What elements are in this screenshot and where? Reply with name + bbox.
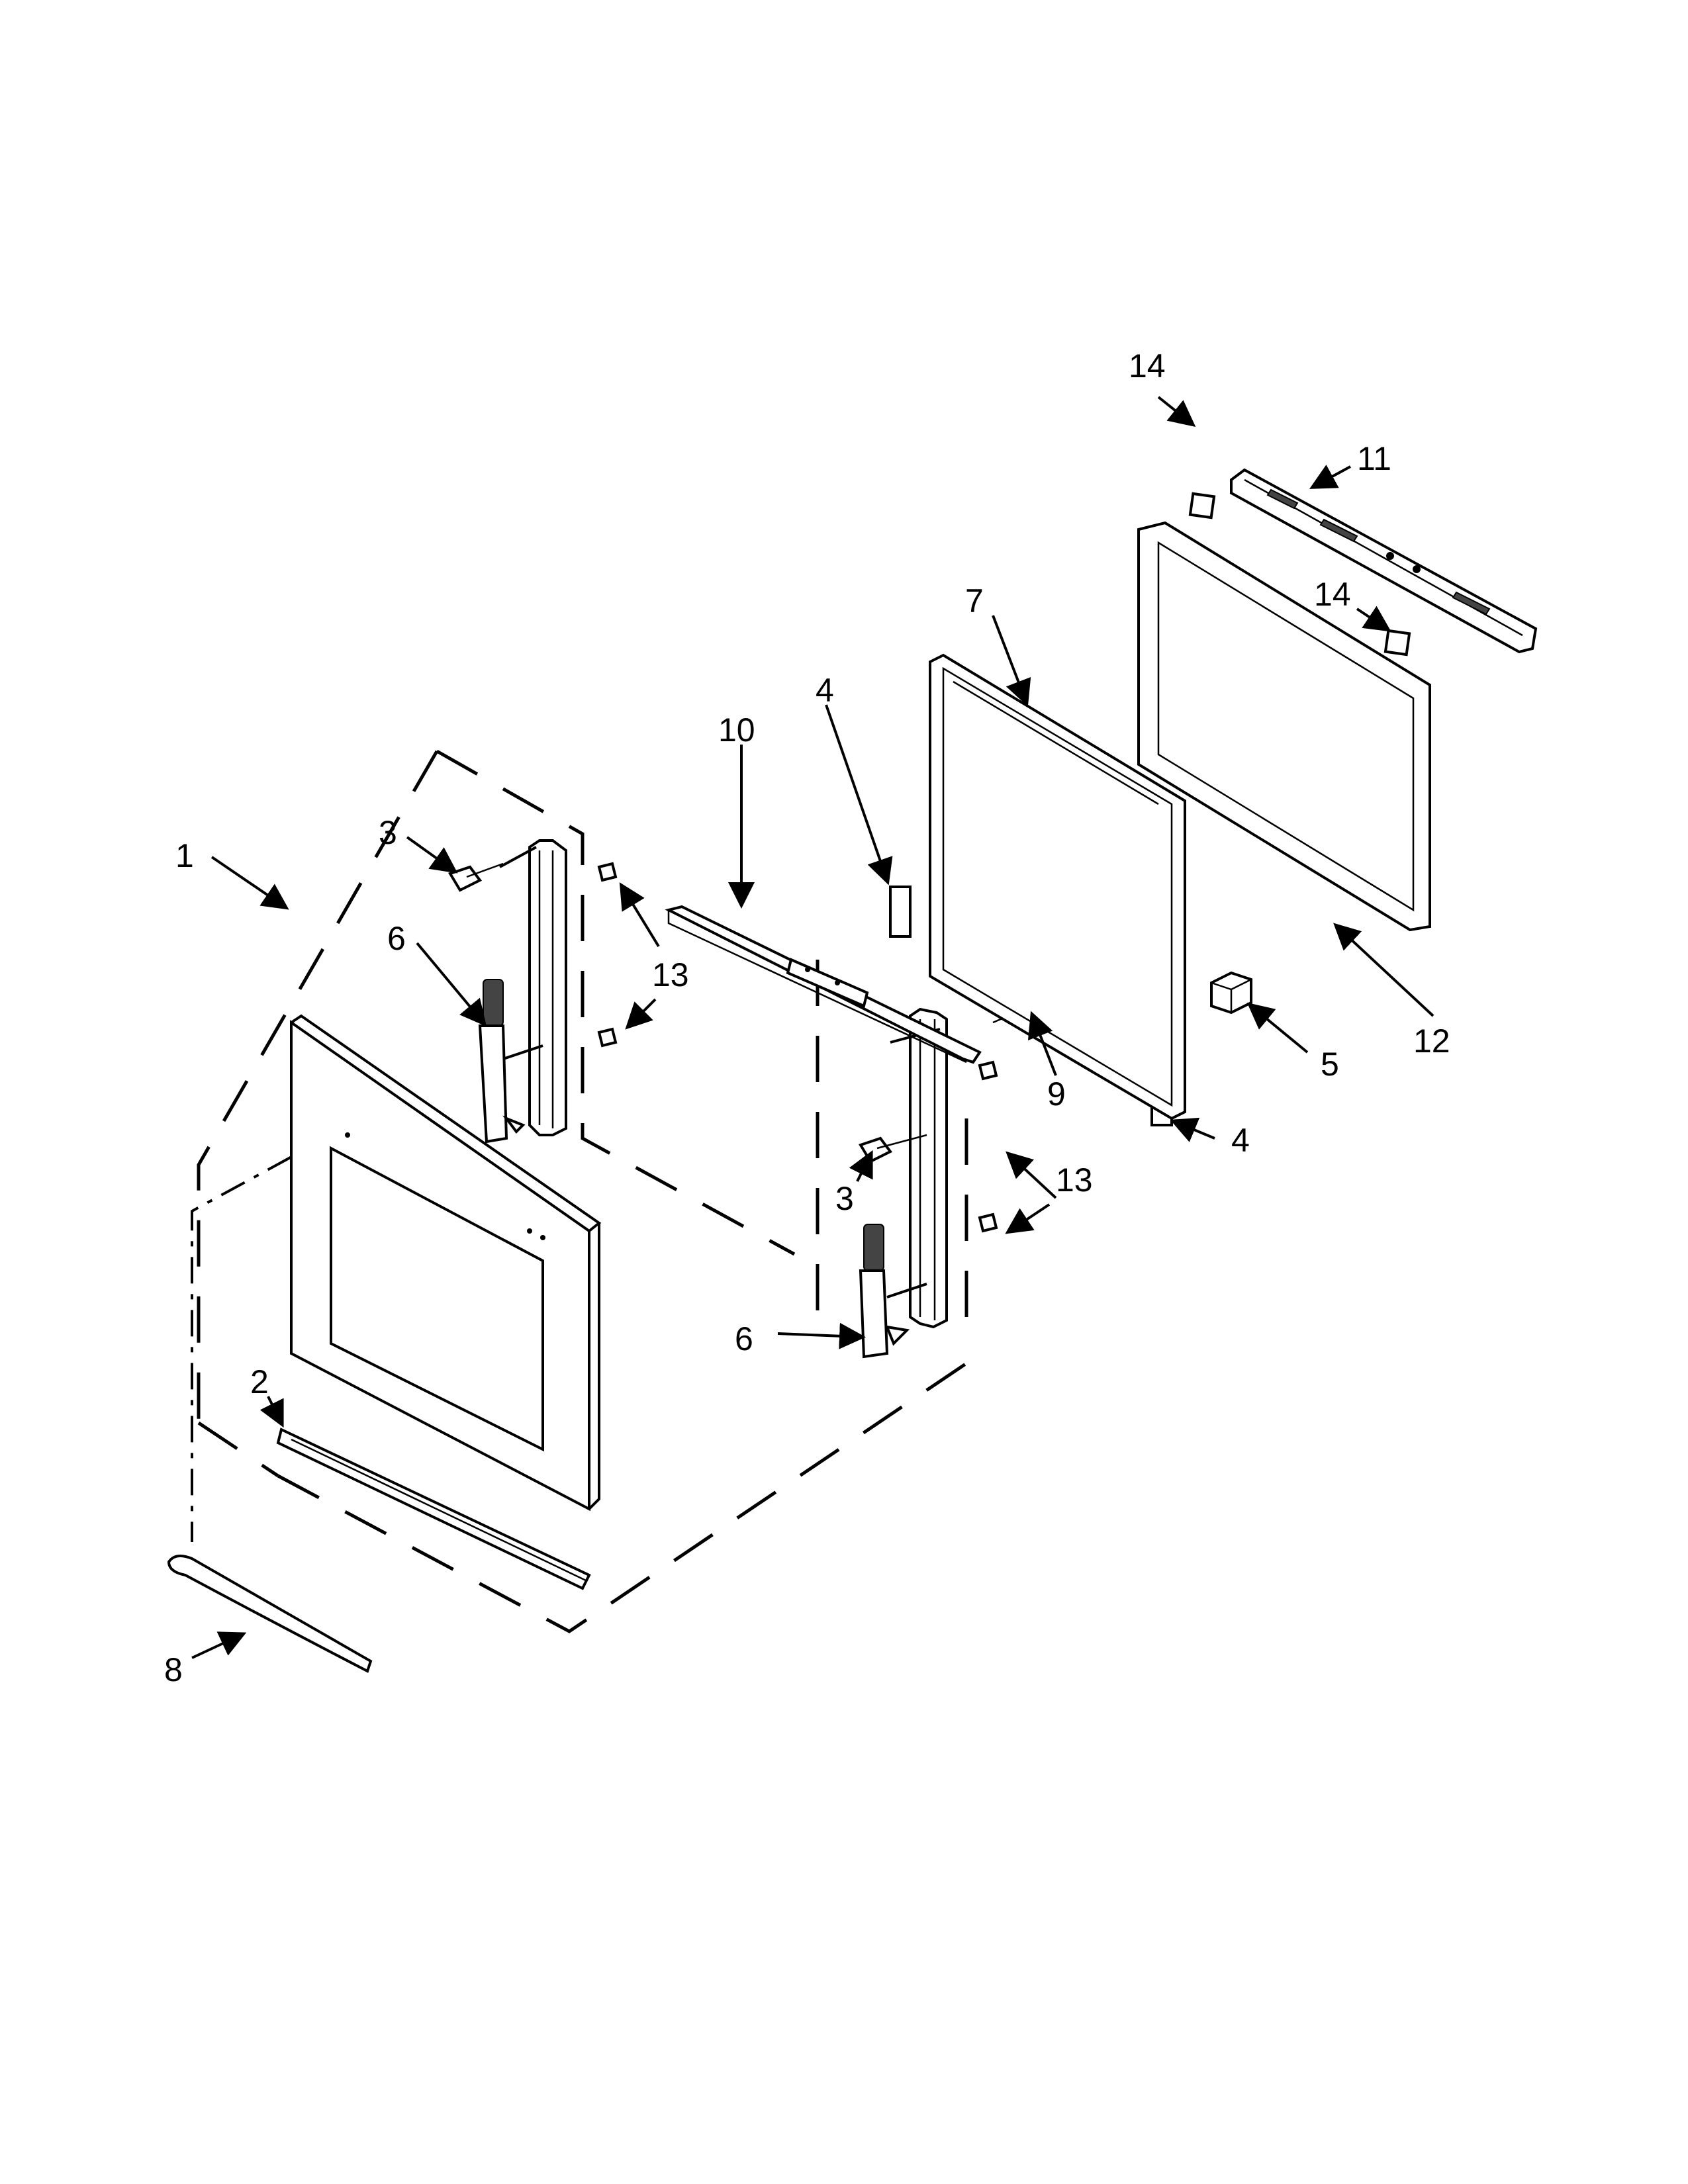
callout-13-right: 13 xyxy=(1056,1161,1093,1199)
callout-5: 5 xyxy=(1321,1046,1339,1083)
clip-right-top xyxy=(978,1060,998,1081)
callout-9: 9 xyxy=(1047,1075,1066,1113)
bumper-top xyxy=(1188,492,1216,520)
callout-3-right: 3 xyxy=(835,1180,854,1217)
door-handle xyxy=(167,1555,373,1673)
inner-door-frame xyxy=(929,653,1186,1120)
hinge-left xyxy=(478,839,567,1144)
callout-3-left: 3 xyxy=(379,814,397,851)
top-vent-bar xyxy=(1230,468,1538,654)
callout-6-left: 6 xyxy=(387,920,406,957)
tape-upper xyxy=(889,886,912,938)
callout-14-top: 14 xyxy=(1129,347,1166,385)
bumper-right xyxy=(1383,629,1411,657)
door-channel-bar xyxy=(665,905,982,1064)
callout-2: 2 xyxy=(250,1363,269,1400)
callout-13-left: 13 xyxy=(652,956,689,993)
callout-6-right: 6 xyxy=(735,1320,753,1357)
callout-10: 10 xyxy=(718,711,755,749)
bottom-trim-strip xyxy=(276,1428,591,1590)
outer-door-panel xyxy=(290,1014,602,1512)
leader-arrows xyxy=(191,396,1434,1659)
hinge-right xyxy=(859,1007,948,1359)
vent-block xyxy=(1210,971,1252,1015)
callout-11: 11 xyxy=(1357,440,1391,477)
callout-1: 1 xyxy=(175,837,194,874)
callout-7: 7 xyxy=(965,582,984,619)
callout-12: 12 xyxy=(1413,1023,1450,1060)
clip-left-bottom xyxy=(597,1027,618,1048)
assembly-outline xyxy=(191,749,968,1633)
door-glass xyxy=(1137,521,1431,932)
callout-4-upper: 4 xyxy=(816,672,834,709)
callout-14-right: 14 xyxy=(1314,576,1351,613)
clip-right-bottom xyxy=(978,1212,998,1233)
callout-8: 8 xyxy=(164,1651,183,1688)
clip-left-top xyxy=(597,862,618,882)
callout-4-lower: 4 xyxy=(1231,1122,1250,1159)
screw-left xyxy=(448,862,504,892)
